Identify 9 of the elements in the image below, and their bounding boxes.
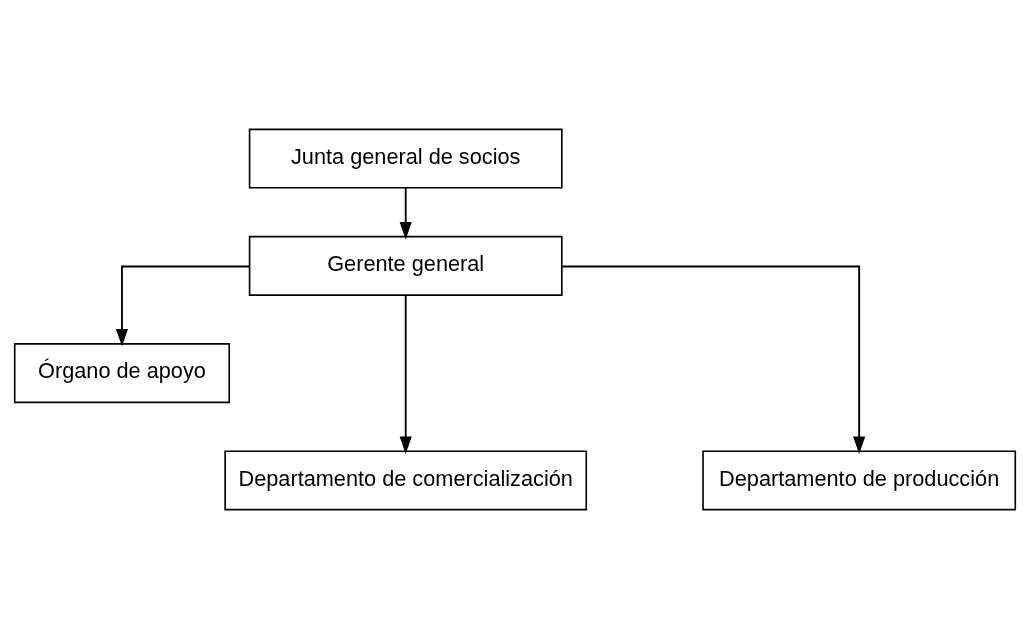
node-box: Departamento de producción bbox=[702, 450, 1017, 511]
arrow bbox=[115, 265, 251, 347]
arrow bbox=[561, 265, 866, 454]
arrow bbox=[399, 187, 412, 240]
arrow bbox=[399, 294, 412, 454]
node-box: Junta general de socios bbox=[248, 128, 563, 189]
node-box: Gerente general bbox=[248, 235, 563, 296]
node-box: Órgano de apoyo bbox=[13, 343, 231, 404]
node-box: Departamento de comercialización bbox=[224, 450, 588, 511]
